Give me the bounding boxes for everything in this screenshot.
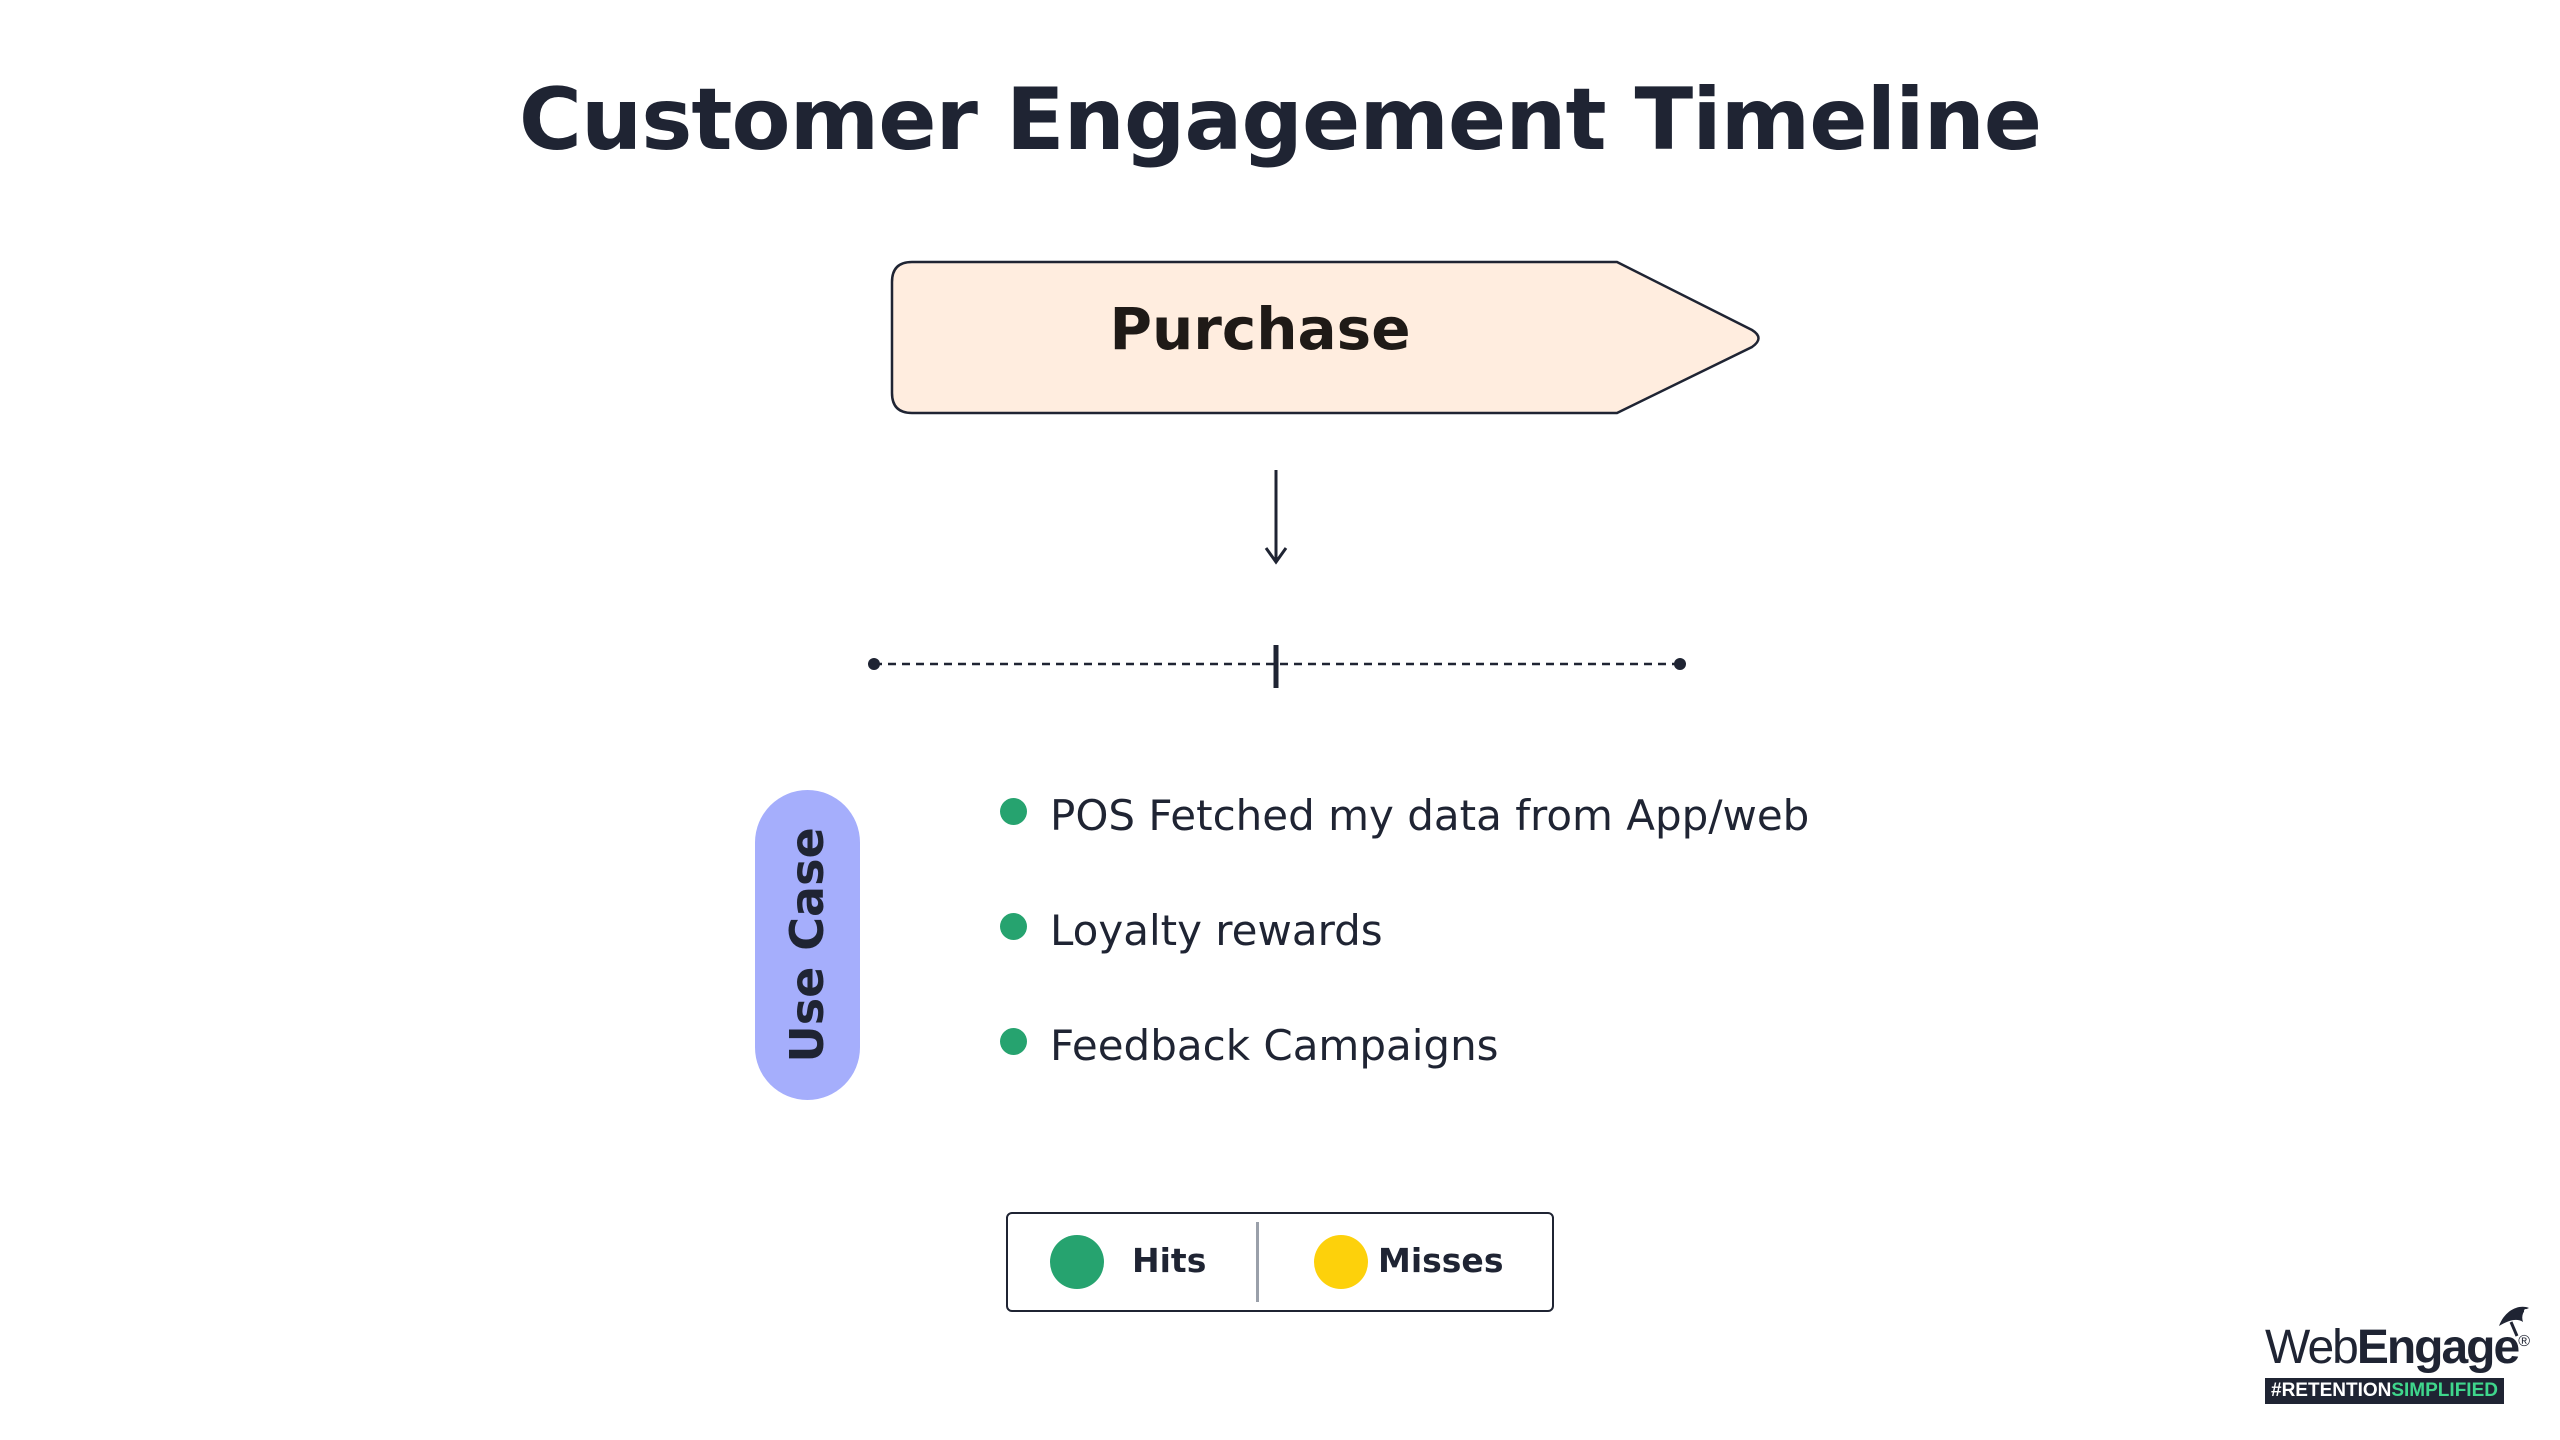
legend: Hits Misses — [1006, 1212, 1554, 1312]
use-case-item-text: POS Fetched my data from App/web — [1050, 791, 1810, 840]
status-dot-hit — [1000, 798, 1027, 825]
legend-hits-swatch — [1050, 1235, 1104, 1289]
use-case-item-text: Feedback Campaigns — [1050, 1021, 1499, 1070]
stage-arrow-shape — [890, 260, 1760, 415]
timeline-start-dot — [868, 658, 880, 670]
status-dot-hit — [1000, 913, 1027, 940]
legend-hits-label: Hits — [1132, 1241, 1207, 1280]
timeline-end-dot — [1674, 658, 1686, 670]
legend-misses-label: Misses — [1378, 1241, 1504, 1280]
stage-label: Purchase — [1109, 295, 1411, 363]
status-dot-hit — [1000, 1028, 1027, 1055]
legend-divider — [1256, 1222, 1259, 1302]
down-arrow-icon — [1264, 470, 1288, 565]
use-case-item-text: Loyalty rewards — [1050, 906, 1383, 955]
legend-misses-swatch — [1314, 1235, 1368, 1289]
webengage-logo: WebEngage® #RETENTIONSIMPLIFIED — [2265, 1300, 2535, 1410]
timeline-line — [868, 645, 1686, 688]
diagram-title: Customer Engagement Timeline — [518, 70, 2042, 170]
use-case-pill: Use Case — [755, 790, 860, 1100]
use-case-label: Use Case — [780, 827, 834, 1063]
bird-icon — [2499, 1306, 2529, 1337]
logo-wordmark: WebEngage® — [2265, 1321, 2530, 1374]
logo-tagline: #RETENTIONSIMPLIFIED — [2265, 1378, 2504, 1404]
